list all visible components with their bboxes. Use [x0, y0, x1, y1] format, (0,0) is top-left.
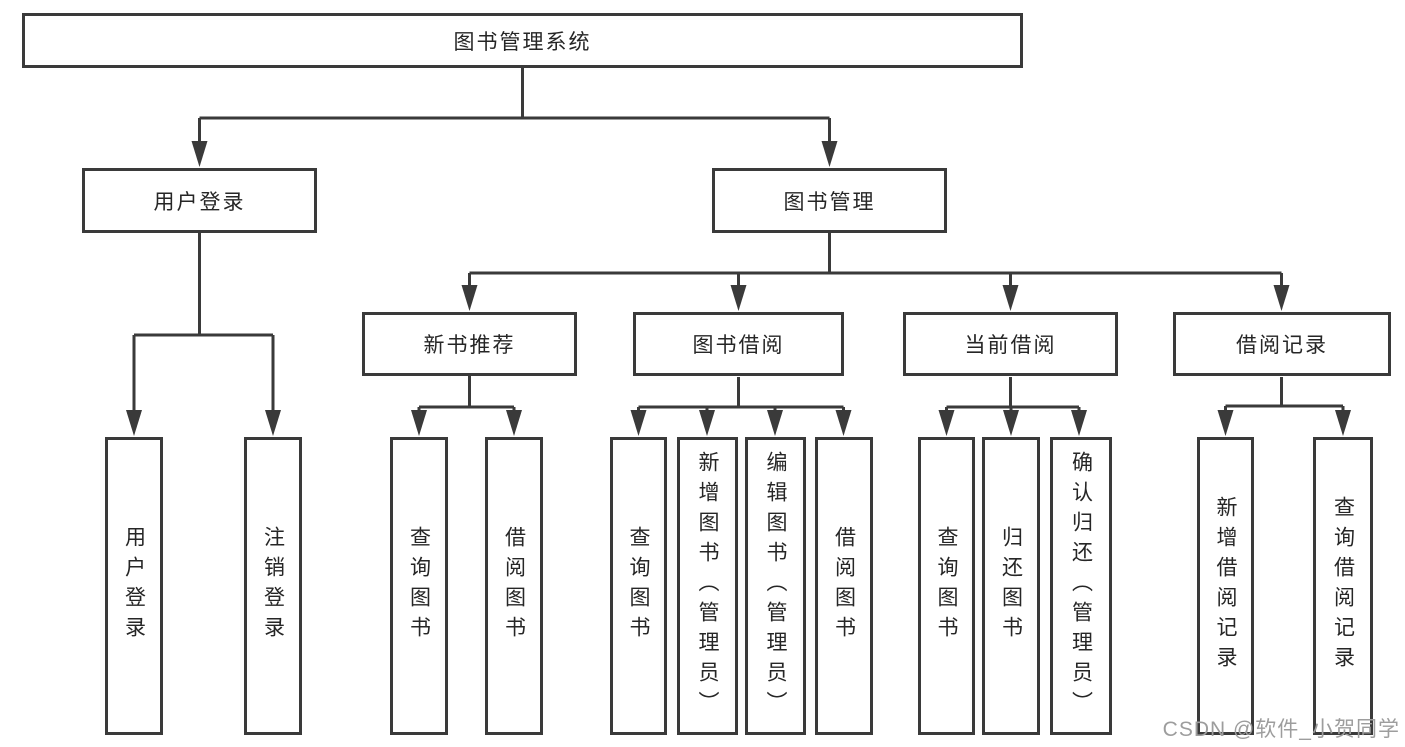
- leaf-return-book: 归还图书: [982, 437, 1040, 735]
- arrowhead-down-icon: [1002, 285, 1019, 311]
- arrowhead-down-icon: [938, 410, 955, 436]
- leaf-user-login: 用户登录: [105, 437, 163, 735]
- node-label: 编辑图书（管理员）: [764, 451, 787, 721]
- arrowhead-down-icon: [730, 285, 747, 311]
- leaf-query-books: 查询图书: [390, 437, 448, 735]
- leaf-edit-book-admin: 编辑图书（管理员）: [745, 437, 806, 735]
- node-book-management: 图书管理: [712, 168, 947, 233]
- leaf-add-borrow-record: 新增借阅记录: [1197, 437, 1254, 735]
- connector-line: [1224, 377, 1345, 414]
- leaf-add-book-admin: 新增图书（管理员）: [677, 437, 738, 735]
- node-label: 用户登录: [153, 190, 246, 214]
- connector-line: [945, 377, 1081, 414]
- node-label: 新增图书（管理员）: [696, 451, 719, 721]
- node-label: 查询图书: [407, 526, 431, 646]
- node-label: 借阅记录: [1236, 334, 1328, 357]
- node-current-borrow: 当前借阅: [903, 312, 1118, 376]
- node-label: 查询借阅记录: [1331, 496, 1355, 676]
- node-library-system: 图书管理系统: [22, 13, 1023, 68]
- node-borrow-records: 借阅记录: [1173, 312, 1391, 376]
- arrowhead-down-icon: [506, 410, 522, 436]
- connector-borrow-to-leaves: [630, 377, 852, 436]
- arrowhead-down-icon: [630, 410, 647, 436]
- arrowhead-down-icon: [265, 410, 281, 436]
- arrowhead-down-icon: [767, 410, 783, 436]
- node-label: 图书管理: [783, 190, 876, 214]
- arrowhead-down-icon: [699, 410, 715, 436]
- node-label: 当前借阅: [964, 334, 1057, 357]
- arrowhead-down-icon: [461, 285, 478, 311]
- node-label: 注销登录: [261, 526, 285, 646]
- node-book-borrow: 图书借阅: [633, 312, 844, 376]
- leaf-borrow-book: 借阅图书: [485, 437, 543, 735]
- node-label: 用户登录: [122, 526, 146, 646]
- node-label: 图书管理系统: [453, 30, 592, 54]
- node-label: 借阅图书: [502, 526, 526, 646]
- leaf-query-borrow-record: 查询借阅记录: [1313, 437, 1373, 735]
- leaf-confirm-return-admin: 确认归还（管理员）: [1050, 437, 1112, 735]
- watermark: CSDN @软件_小贺同学: [1162, 718, 1400, 741]
- arrowhead-down-icon: [126, 410, 142, 436]
- connector-line: [417, 376, 516, 414]
- arrowhead-down-icon: [1071, 410, 1087, 436]
- leaf-query-books: 查询图书: [918, 437, 975, 735]
- arrowhead-down-icon: [1273, 285, 1290, 311]
- connector-line: [132, 233, 275, 412]
- node-user-login: 用户登录: [82, 168, 317, 233]
- arrowhead-down-icon: [191, 141, 208, 167]
- leaf-borrow-book: 借阅图书: [815, 437, 873, 735]
- node-new-book-recommend: 新书推荐: [362, 312, 577, 376]
- connector-current-to-leaves: [938, 377, 1087, 436]
- connector-login-to-leaves: [126, 233, 281, 436]
- arrowhead-down-icon: [1003, 410, 1019, 436]
- connector-management-to-level3: [461, 233, 1290, 311]
- arrowhead-down-icon: [1217, 410, 1234, 436]
- node-label: 归还图书: [999, 526, 1023, 646]
- arrowhead-down-icon: [411, 410, 427, 436]
- node-label: 新增借阅记录: [1214, 496, 1237, 676]
- arrowhead-down-icon: [1335, 410, 1351, 436]
- arrowhead-down-icon: [821, 141, 838, 167]
- connector-line: [468, 233, 1283, 288]
- leaf-logout: 注销登录: [244, 437, 302, 735]
- node-label: 查询图书: [627, 526, 650, 646]
- leaf-query-books: 查询图书: [610, 437, 667, 735]
- connector-line: [198, 67, 831, 144]
- arrowhead-down-icon: [835, 410, 852, 436]
- node-label: 借阅图书: [832, 526, 856, 646]
- connector-line: [637, 377, 845, 414]
- connector-records-to-leaves: [1217, 377, 1351, 436]
- connector-root-to-level2: [191, 67, 838, 167]
- node-label: 查询图书: [935, 526, 958, 646]
- connector-recommend-to-leaves: [411, 376, 522, 436]
- node-label: 图书借阅: [692, 334, 785, 357]
- node-label: 确认归还（管理员）: [1069, 451, 1093, 721]
- node-label: 新书推荐: [423, 334, 516, 357]
